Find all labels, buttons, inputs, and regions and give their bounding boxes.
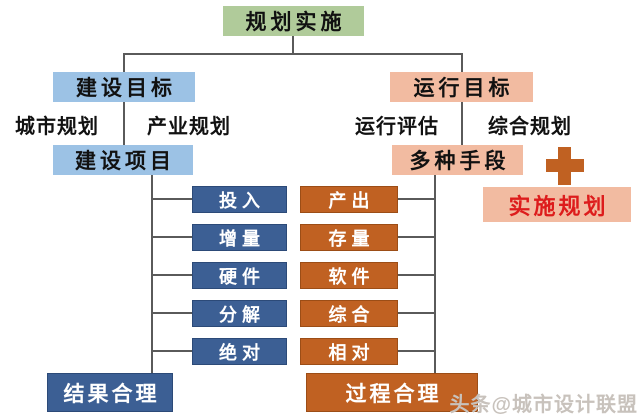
node-software: 软件 [300, 262, 398, 289]
node-hardware: 硬件 [192, 262, 287, 289]
node-construction-goal: 建设目标 [53, 72, 195, 102]
branch-left-1 [152, 198, 193, 200]
connector-main-horizontal [123, 53, 463, 55]
branch-right-5 [397, 350, 435, 352]
branch-right-3 [397, 274, 435, 276]
label-city-planning: 城市规划 [15, 115, 99, 138]
node-result-reasonable: 结果合理 [47, 373, 173, 412]
connector-root-drop [292, 36, 294, 54]
branch-left-3 [152, 274, 193, 276]
plus-icon [546, 147, 584, 185]
label-operation-evaluation: 运行评估 [355, 115, 439, 138]
node-multiple-means: 多种手段 [392, 145, 523, 175]
node-operation-goal: 运行目标 [390, 72, 533, 102]
node-decompose: 分解 [192, 300, 287, 327]
label-comprehensive-planning: 综合规划 [488, 115, 572, 138]
node-construction-project: 建设项目 [53, 145, 193, 175]
node-stock: 存量 [300, 224, 398, 251]
branch-right-2 [397, 236, 435, 238]
node-output: 产出 [300, 186, 398, 213]
branch-left-4 [152, 312, 193, 314]
node-relative: 相对 [300, 338, 398, 365]
node-implementation-planning: 实施规划 [483, 187, 631, 222]
connector-left-middle [123, 102, 125, 145]
connector-right-drop [461, 53, 463, 73]
branch-left-5 [152, 350, 193, 352]
watermark: 头条@城市设计联盟 [449, 394, 638, 416]
node-comprehensive: 综合 [300, 300, 398, 327]
connector-right-middle [461, 102, 463, 145]
label-industry-planning: 产业规划 [147, 115, 231, 138]
branch-left-2 [152, 236, 193, 238]
node-increment: 增量 [192, 224, 287, 251]
connector-left-drop [123, 53, 125, 72]
node-process-reasonable: 过程合理 [306, 373, 478, 412]
node-input: 投入 [192, 186, 287, 213]
node-absolute: 绝对 [192, 338, 287, 365]
rail-right [434, 175, 436, 373]
branch-right-4 [397, 312, 435, 314]
node-root: 规划实施 [223, 6, 364, 36]
branch-right-1 [397, 198, 435, 200]
